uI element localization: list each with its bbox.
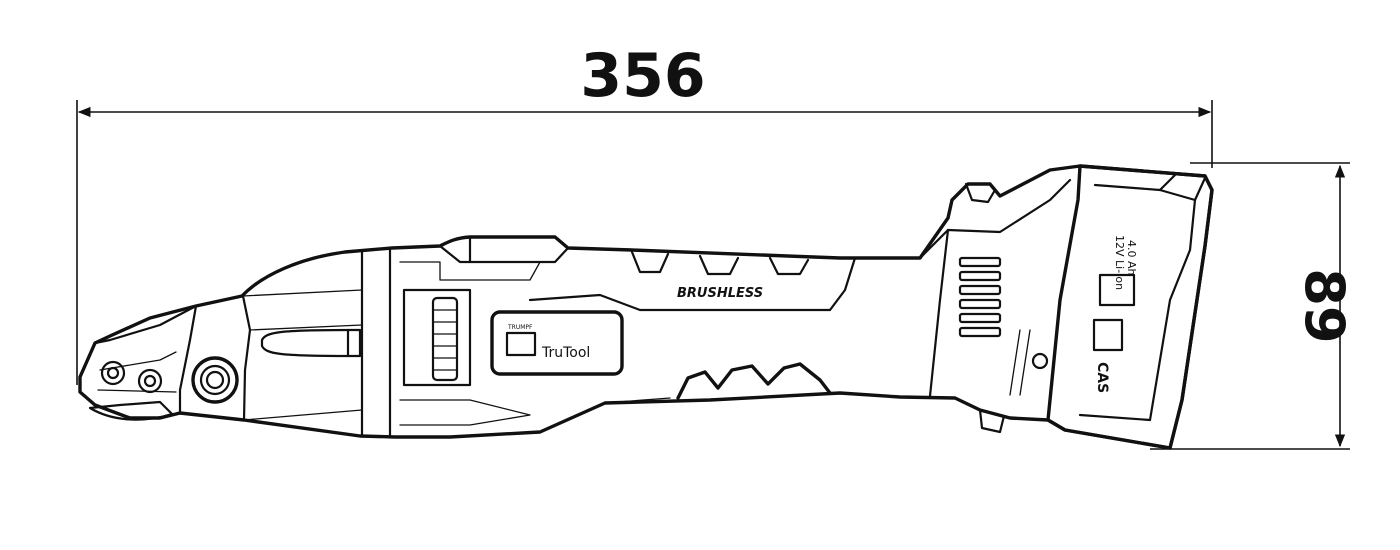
label-plate: TRUMPF TruTool [490,310,624,376]
gear-housing-lines [242,289,363,421]
battery-voltage-text: 12V Li-Ion [1113,235,1126,290]
battery-mount-rail [1009,329,1031,396]
battery-logo-box [1092,318,1124,352]
head-detail [97,351,177,393]
body-outline [78,164,1214,450]
battery-capacity-text: 4.0 Ah [1125,240,1138,276]
rivet-2 [137,368,163,394]
grip-bumps-top [630,250,810,276]
battery-screw [1031,352,1049,370]
length-value: 356 [580,41,705,111]
lower-blade [88,400,174,421]
brushless-text: BRUSHLESS [677,286,763,301]
brand-small-text: TRUMPF [507,324,533,331]
tool-body: TRUMPF TruTool BRUSHLESS [78,164,1214,450]
battery-mount-front [928,228,950,398]
rivet-1 [100,360,126,386]
cutting-head [93,304,198,415]
length-dimension: 356 [76,41,1213,385]
top-ridge [438,235,570,264]
grip-top-line [528,256,857,312]
grip-line-lower [604,392,901,404]
battery-mount [918,178,1072,260]
battery-brand-text: CAS [1094,362,1110,393]
latch-knob-bottom [978,408,1006,434]
top-ridge-detail [399,261,541,281]
lower-vent [399,399,531,426]
side-panel [402,288,472,387]
pivot-knob [191,356,239,404]
vent-slots [958,256,1002,338]
adjustment-wheel [431,296,459,382]
gear-housing-ring [360,248,392,439]
battery-indicator [1098,273,1136,307]
nose-slot [260,328,362,358]
product-name-text: TruTool [541,345,590,361]
height-dimension: 89 [1150,162,1356,450]
battery-pack: 12V Li-Ion 4.0 Ah CAS [1046,164,1214,450]
latch-knob-top [964,182,997,204]
height-value: 89 [1293,268,1356,343]
grip-bumps-bottom [676,362,832,400]
